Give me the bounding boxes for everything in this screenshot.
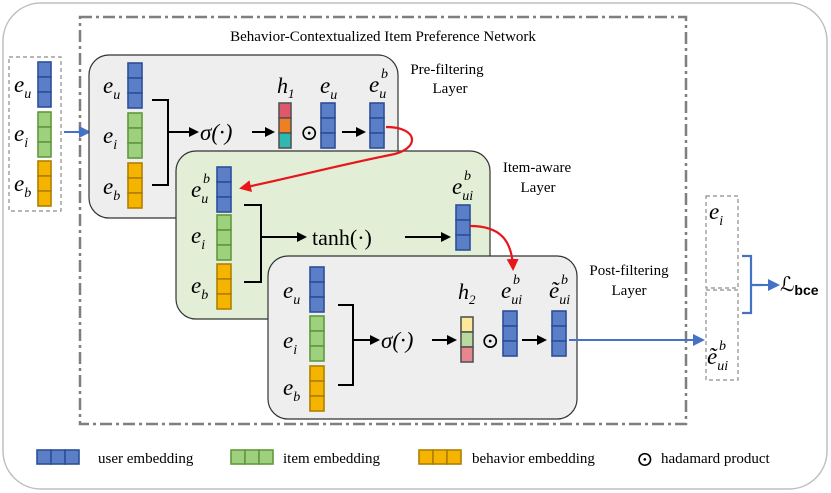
item-eu-vector — [216, 166, 232, 213]
item-ei-vector — [216, 214, 232, 261]
post-layer-label-2: Layer — [612, 283, 647, 299]
post-eu-label: eu — [283, 278, 300, 308]
post-h2-label: h2 — [458, 279, 476, 307]
pre-item-vector — [127, 112, 143, 159]
post-eui-vector — [502, 310, 518, 357]
pre-h1-vector — [278, 102, 292, 149]
post-out-vector — [551, 310, 567, 357]
post-eui-sup: b — [513, 273, 520, 288]
right-ei-box — [705, 195, 739, 289]
pre-behavior-vector — [127, 162, 143, 209]
post-item-vector — [309, 315, 325, 362]
pre-h1-label: h1 — [277, 73, 295, 101]
post-filtering-panel: Post-filtering Layer eu ei eb σ(·) h2 ⊙ … — [267, 255, 669, 420]
item-out-vector — [455, 204, 471, 251]
input-box — [8, 56, 62, 212]
input-ei-label: ei — [14, 121, 28, 151]
post-layer-label-1: Post-filtering — [589, 263, 669, 279]
right-eui-box — [705, 289, 739, 381]
post-ei-label: ei — [283, 328, 297, 358]
input-vectors — [37, 61, 52, 207]
input-user-vector — [37, 61, 52, 108]
post-behavior-vector — [309, 365, 325, 412]
pre-eb-label: eb — [103, 174, 120, 204]
pre-user-vector — [127, 62, 143, 109]
item-tanh: tanh(·) — [312, 225, 372, 250]
embedding-vectors — [127, 62, 728, 412]
pre-sigma: σ(·) — [200, 120, 232, 145]
post-user-vector — [309, 266, 325, 313]
pre-out-vector — [369, 102, 385, 149]
post-sigma: σ(·) — [381, 328, 413, 353]
item-out-label: eui — [452, 174, 473, 204]
right-eui-label: ẽui — [707, 344, 728, 374]
item-eu-sup: b — [203, 172, 210, 187]
legend-swatches — [36, 449, 462, 465]
legend-behavior-text: behavior embedding — [472, 451, 595, 467]
legend-hadamard-text: hadamard product — [661, 451, 771, 467]
legend-user-text: user embedding — [98, 451, 194, 467]
item-layer-label-1: Item-aware — [503, 160, 572, 176]
post-h2-vector — [460, 316, 474, 363]
pre-out-label: eu — [369, 72, 386, 102]
pre-eu2-label: eu — [320, 73, 337, 103]
pre-eu2-vector — [320, 102, 336, 149]
pre-hadamard: ⊙ — [300, 120, 318, 145]
item-eb-label: eb — [191, 273, 208, 303]
post-out-sup: b — [561, 273, 568, 288]
red-arrow-pre-to-item — [239, 125, 414, 193]
post-hadamard: ⊙ — [481, 328, 499, 353]
input-eu-label: eu — [14, 72, 31, 102]
pre-layer-label-1: Pre-filtering — [410, 62, 484, 78]
legend: user embedding item embedding behavior e… — [36, 447, 771, 471]
pre-out-sup: b — [381, 67, 388, 82]
pre-layer-label-2: Layer — [433, 81, 468, 97]
post-eb-label: eb — [283, 375, 300, 405]
pre-ei-label: ei — [103, 123, 117, 153]
loss-label: ℒbce — [780, 274, 819, 298]
item-ei-label: ei — [191, 223, 205, 253]
input-item-vector — [37, 111, 52, 158]
right-ei-label: ei — [709, 199, 723, 229]
post-out-label: ẽui — [549, 278, 570, 308]
item-eu-label: eu — [191, 177, 208, 207]
network-title: Behavior-Contextualized Item Preference … — [230, 29, 536, 45]
red-arrow-item-to-post — [469, 224, 519, 271]
pre-eu-label: eu — [103, 73, 120, 103]
item-out-sup: b — [464, 169, 471, 184]
input-behavior-vector — [37, 160, 52, 207]
item-eb-vector — [216, 263, 232, 310]
legend-behavior-swatch — [418, 449, 462, 465]
legend-item-swatch — [230, 449, 274, 465]
legend-item-text: item embedding — [283, 451, 381, 467]
legend-hadamard-symbol: ⊙ — [636, 447, 654, 471]
post-eui-label: eui — [501, 278, 522, 308]
legend-user-swatch — [36, 449, 80, 465]
item-layer-label-2: Layer — [521, 180, 556, 196]
input-eb-label: eb — [14, 171, 31, 201]
right-eui-sup: b — [719, 339, 726, 354]
network-boundary — [78, 15, 688, 426]
